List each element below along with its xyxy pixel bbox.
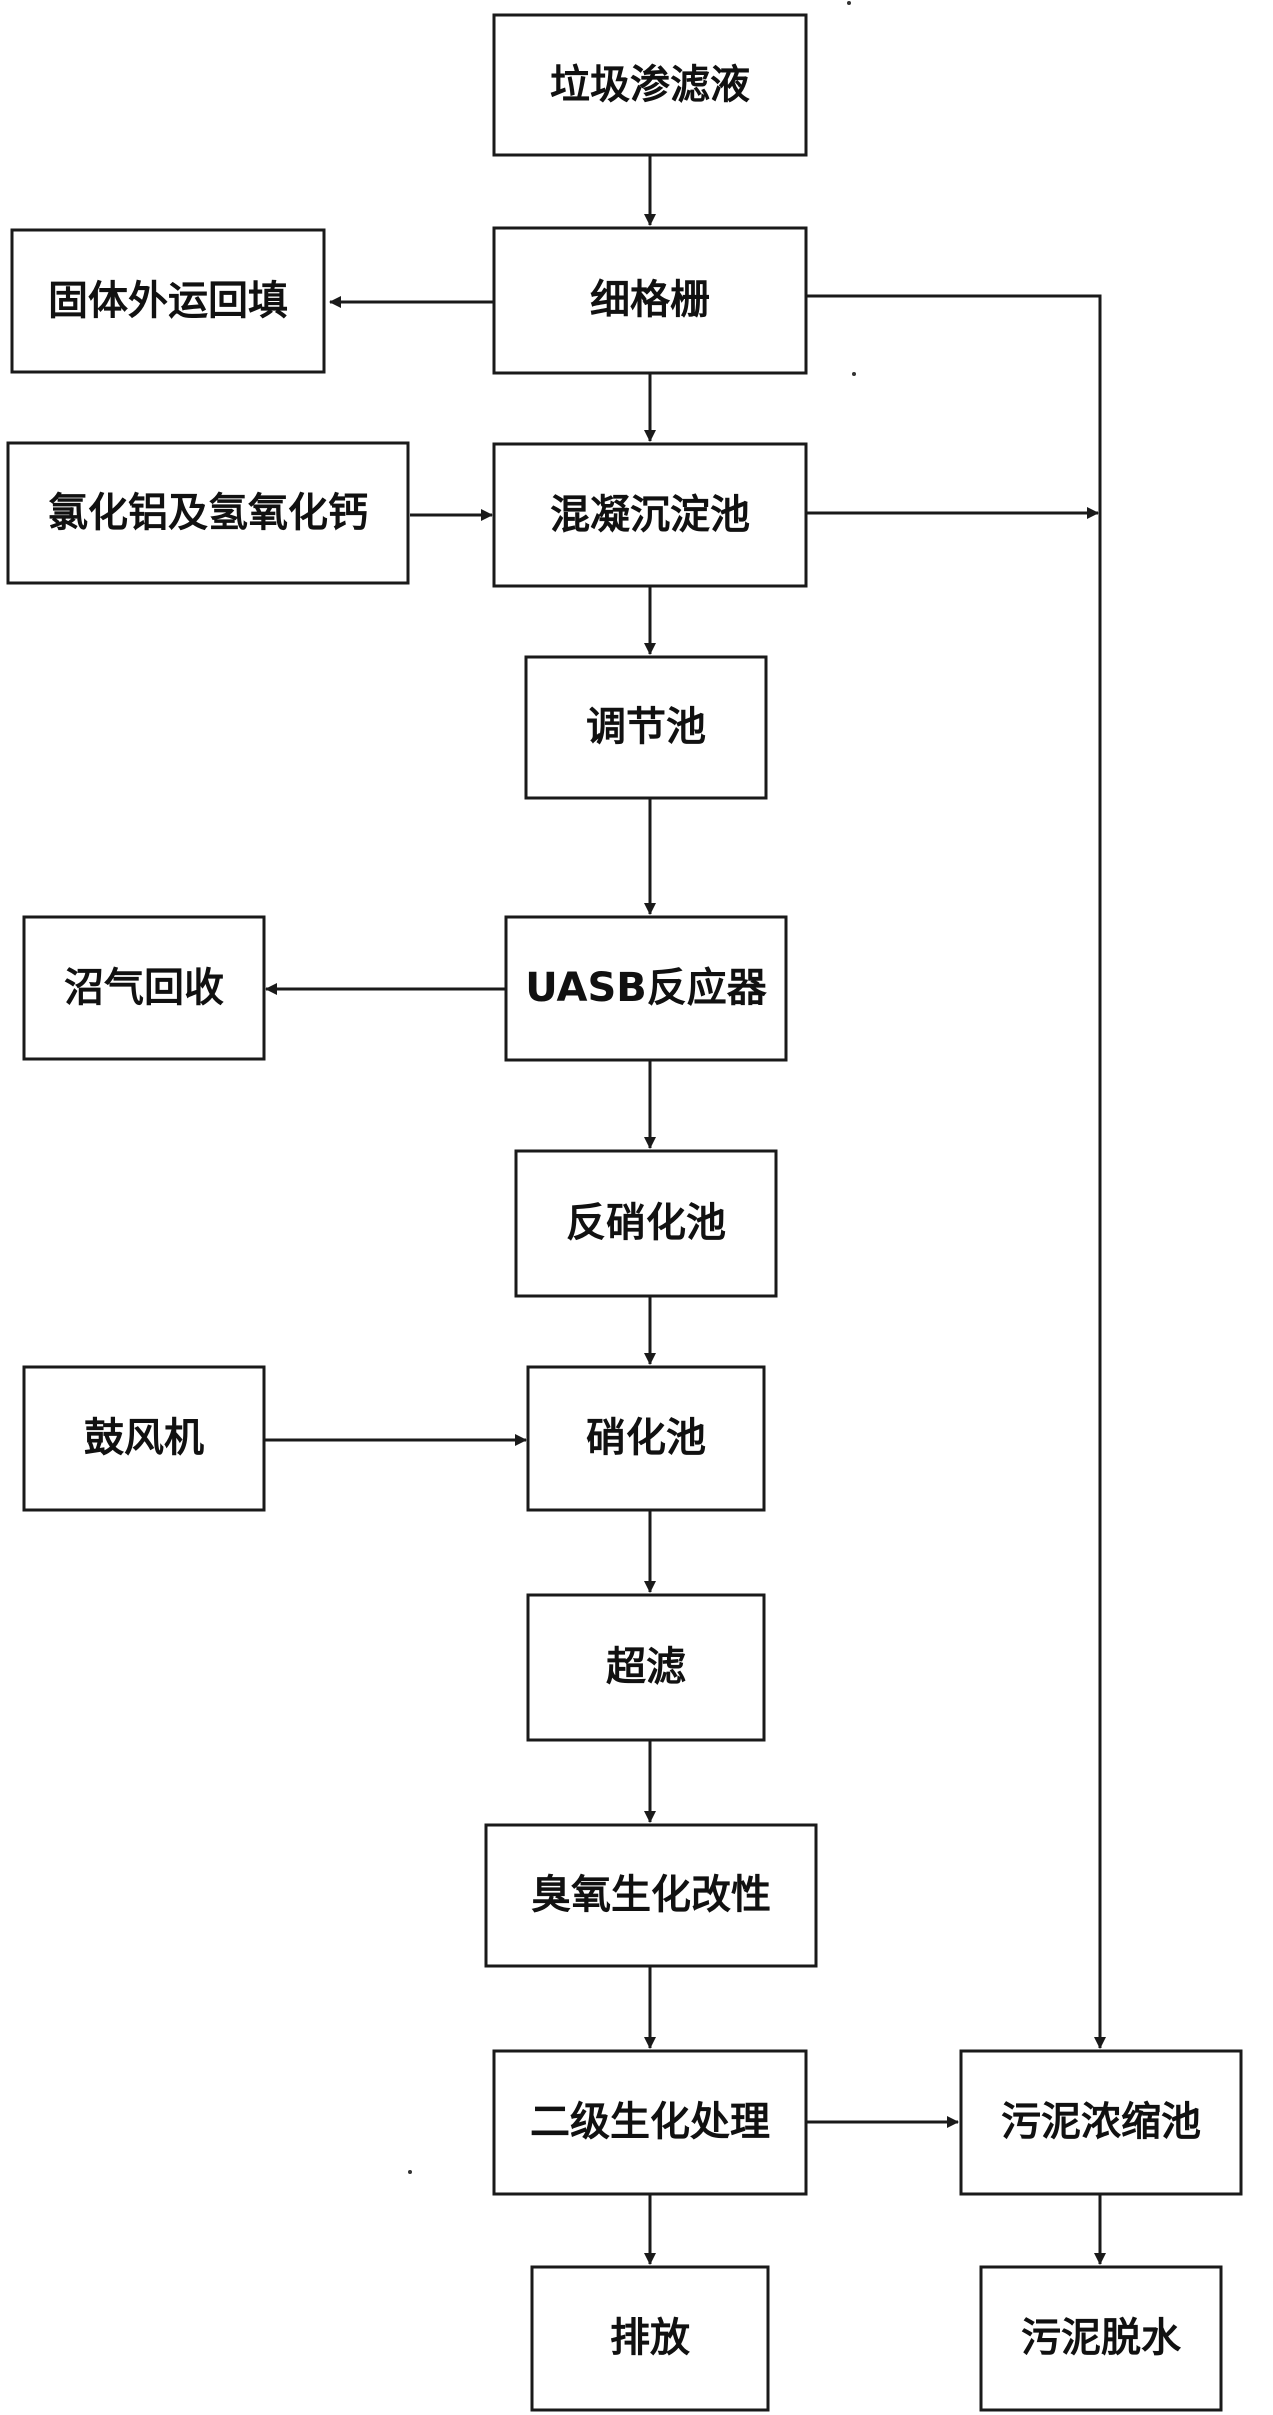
- node-secondary: 二级生化处理: [492, 2049, 808, 2196]
- node-biogas: 沼气回收: [22, 915, 266, 1061]
- node-uasb-label: UASB反应器: [525, 965, 768, 1011]
- node-nitrification-label: 硝化池: [586, 1415, 706, 1461]
- node-ozone-label: 臭氧生化改性: [531, 1872, 771, 1918]
- scan-speck: [847, 1, 851, 5]
- node-denitrification: 反硝化池: [514, 1149, 778, 1298]
- node-blower: 鼓风机: [22, 1365, 266, 1512]
- node-regulating-label: 调节池: [586, 704, 706, 750]
- node-chemicals-label: 氯化铝及氢氧化钙: [48, 490, 368, 536]
- node-ultrafiltration-label: 超滤: [606, 1644, 686, 1690]
- node-blower-label: 鼓风机: [84, 1415, 204, 1461]
- node-fine-screen: 细格栅: [492, 226, 808, 375]
- node-secondary-label: 二级生化处理: [530, 2099, 770, 2145]
- node-ozone: 臭氧生化改性: [484, 1823, 818, 1968]
- node-nitrification: 硝化池: [526, 1365, 766, 1512]
- scan-speck: [408, 2170, 412, 2174]
- scan-speck: [852, 372, 856, 376]
- node-leachate-label: 垃圾渗滤液: [550, 62, 750, 108]
- node-sludge-thickening: 污泥浓缩池: [959, 2049, 1243, 2196]
- node-sludge-dewatering-label: 污泥脱水: [1021, 2315, 1182, 2361]
- node-solid-transport-label: 固体外运回填: [48, 278, 288, 324]
- node-sludge-dewatering: 污泥脱水: [979, 2265, 1223, 2412]
- connectors: [264, 155, 1106, 2265]
- node-ultrafiltration: 超滤: [526, 1593, 766, 1742]
- node-regulating: 调节池: [524, 655, 768, 800]
- node-chemicals: 氯化铝及氢氧化钙: [6, 441, 410, 585]
- node-coag-sed: 混凝沉淀池: [492, 442, 808, 588]
- node-uasb: UASB反应器: [504, 915, 788, 1062]
- node-denitrification-label: 反硝化池: [566, 1200, 726, 1246]
- node-discharge-label: 排放: [610, 2315, 690, 2361]
- node-discharge: 排放: [530, 2265, 770, 2412]
- node-biogas-label: 沼气回收: [64, 965, 224, 1011]
- sludge-line-screen-to-thickening: [806, 294, 1106, 2049]
- node-fine-screen-label: 细格栅: [590, 277, 710, 323]
- node-leachate: 垃圾渗滤液: [492, 13, 808, 157]
- node-solid-transport: 固体外运回填: [10, 228, 326, 374]
- node-sludge-thickening-label: 污泥浓缩池: [1001, 2099, 1201, 2145]
- node-coag-sed-label: 混凝沉淀池: [550, 492, 750, 538]
